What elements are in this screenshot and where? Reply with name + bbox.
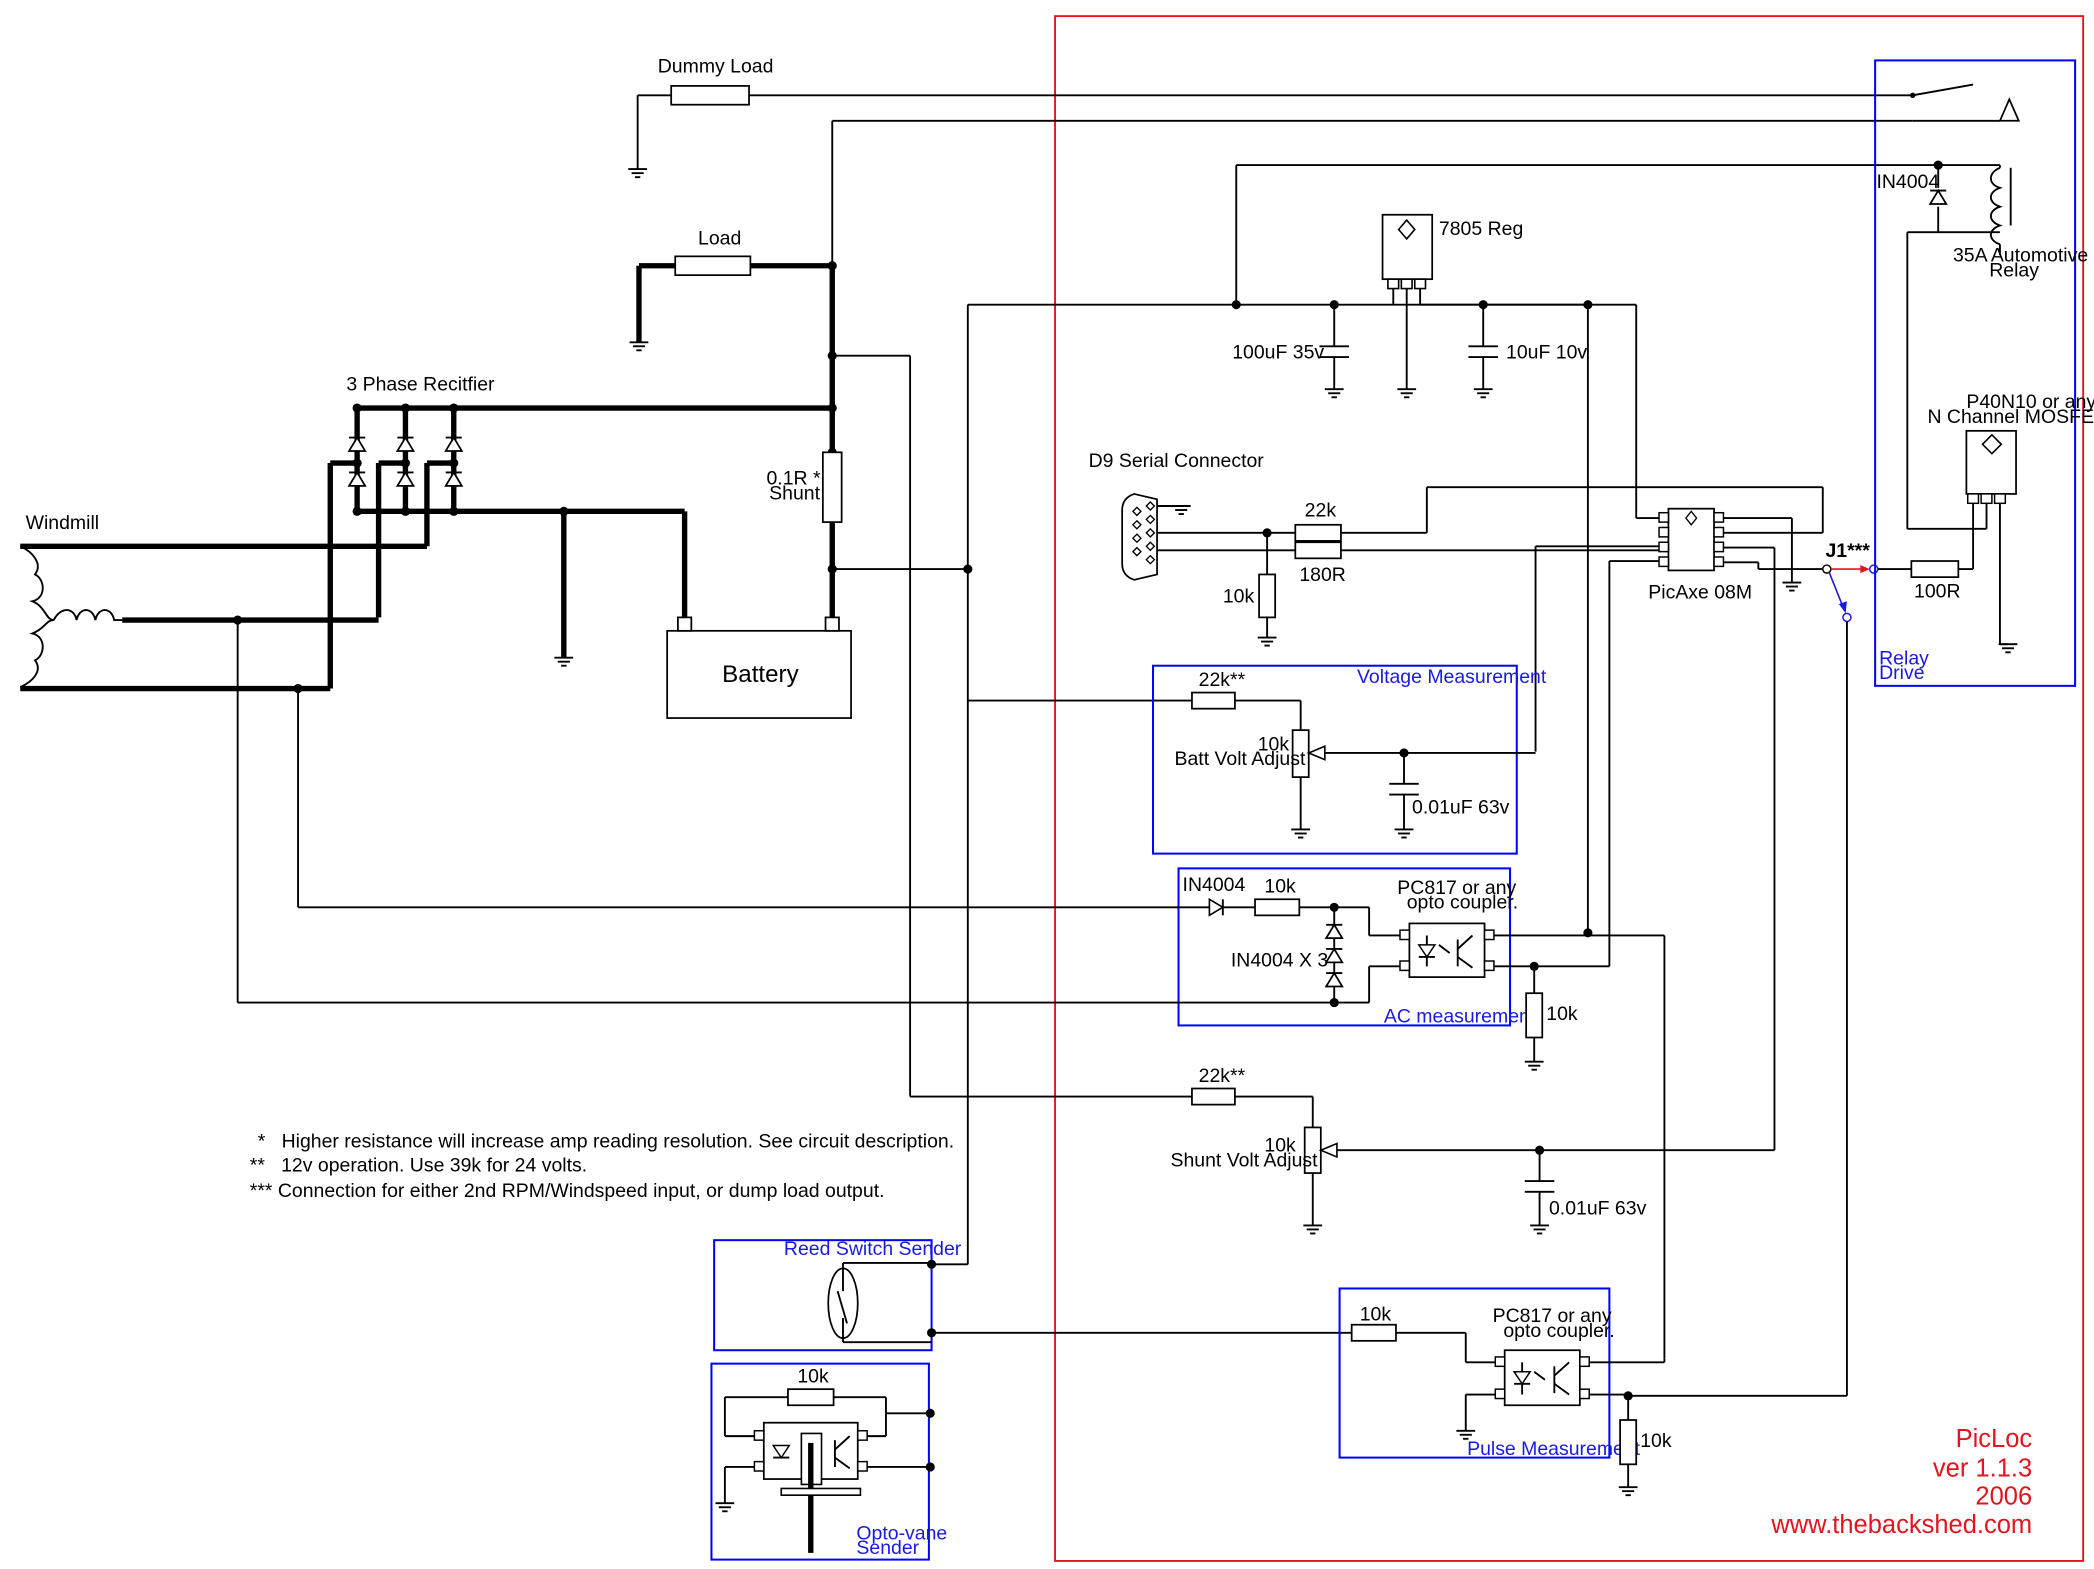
windmill-label: Windmill: [26, 512, 100, 534]
r10k-pulse-pd-label: 10k: [1640, 1430, 1672, 1452]
brand-version: ver 1.1.3: [1933, 1454, 2032, 1482]
load: Load: [628, 227, 833, 352]
board-boundary: [1054, 15, 2085, 1562]
resistor-10k-serial: [1258, 573, 1277, 619]
cap-volt-label: 0.01uF 63v: [1412, 796, 1510, 818]
pot-volt-name: Batt Volt Adjust: [1175, 748, 1306, 770]
pot-shunt-value: 10k: [1264, 1135, 1296, 1157]
battery-label: Battery: [722, 661, 799, 688]
opto-pulse-label-2: opto coupler.: [1503, 1320, 1614, 1342]
mosfet-label-2: N Channel MOSFET: [1927, 406, 2094, 428]
resistor-100r: [1910, 560, 1960, 579]
relay-diode-label: IN4004: [1876, 171, 1939, 193]
brand-website[interactable]: www.thebackshed.com: [1770, 1511, 2032, 1539]
r10k-ac-pd-label: 10k: [1546, 1003, 1578, 1025]
branding: PicLoc ver 1.1.3 2006 www.thebackshed.co…: [1770, 1425, 2032, 1539]
resistor-10k-vane: [787, 1388, 835, 1407]
pulse-measurement-box: [1338, 1287, 1611, 1459]
capacitor-10uf: 10uF 10v: [1468, 304, 1587, 399]
reed-sender-label: Reed Switch Sender: [784, 1238, 962, 1260]
diodes-ac-label: IN4004 X 3: [1231, 949, 1328, 971]
mosfet-label-1: P40N10 or any: [1966, 391, 2094, 413]
resistor-22k-serial: [1294, 523, 1342, 542]
picaxe-chip: PicAxe 08M: [1648, 507, 1752, 604]
resistor-180r: [1294, 541, 1342, 560]
shunt-label: Shunt: [769, 482, 820, 504]
note-1: * Higher resistance will increase amp re…: [258, 1131, 954, 1153]
note-3: *** Connection for either 2nd RPM/Windsp…: [250, 1180, 885, 1202]
ac-measurement-box: [1177, 867, 1512, 1027]
battery: Battery: [666, 616, 852, 719]
capacitor-100uf: 100uF 35v: [1232, 304, 1349, 399]
opto-pulse-label-1: PC817 or any: [1493, 1305, 1612, 1327]
resistor-22k-shunt: [1191, 1087, 1236, 1106]
r10k-pulse-label: 10k: [1360, 1304, 1392, 1326]
cap-100uf-label: 100uF 35v: [1232, 341, 1324, 363]
r180-label: 180R: [1299, 564, 1346, 586]
opto-vane: [753, 1421, 868, 1553]
pot-shunt-name: Shunt Volt Adjust: [1170, 1149, 1318, 1171]
shunt-value-label: 0.1R *: [766, 468, 820, 490]
mosfet: P40N10 or any N Channel MOSFET: [1927, 391, 2094, 505]
diode-ac-label: IN4004: [1183, 874, 1246, 896]
cap-10uf-label: 10uF 10v: [1506, 341, 1587, 363]
pot-volt-value: 10k: [1258, 733, 1290, 755]
opto-vane-sender-box: [710, 1362, 930, 1561]
opto-coupler-pulse: PC817 or any opto coupler.: [1493, 1305, 1615, 1407]
d9-label: D9 Serial Connector: [1089, 450, 1265, 472]
relay-drive-label-1: Relay: [1879, 647, 1929, 669]
resistor-10k-pulse-pulldown: [1619, 1419, 1638, 1466]
brand-name: PicLoc: [1956, 1425, 2033, 1453]
opto-coupler-ac: PC817 or any opto coupler.: [1397, 877, 1518, 978]
d9-serial-connector: D9 Serial Connector: [1089, 450, 1265, 581]
relay-label-2: Relay: [1989, 259, 2039, 281]
note-2: ** 12v operation. Use 39k for 24 volts.: [250, 1155, 587, 1177]
relay-coil: 35A Automotive Relay: [1953, 165, 2088, 281]
pulse-measurement-label: Pulse Measurement: [1467, 1438, 1641, 1460]
resistor-10k-pulse: [1350, 1323, 1397, 1342]
opto-ac-label-2: opto coupler.: [1407, 892, 1518, 914]
rectifier-label: 3 Phase Recitfier: [346, 374, 495, 396]
dummy-load-label: Dummy Load: [658, 55, 774, 77]
dummy-load: Dummy Load: [627, 55, 1913, 179]
r22k-shunt-label: 22k**: [1199, 1065, 1246, 1087]
three-phase-rectifier: 3 Phase Recitfier: [327, 374, 833, 689]
vane-label-1: Opto-vane: [856, 1522, 947, 1544]
shunt-resistor: 0.1R * Shunt: [766, 451, 843, 625]
windmill-generator: Windmill: [19, 512, 427, 1003]
ac-measurement-label: AC measurement: [1384, 1006, 1536, 1028]
relay-label-1: 35A Automotive: [1953, 245, 2088, 267]
relay-drive-box: [1874, 59, 2077, 687]
r10k-vane-label: 10k: [797, 1365, 829, 1387]
voltage-measurement-box: [1152, 664, 1518, 855]
r22k-volt-label: 22k**: [1199, 669, 1246, 691]
jumper-label: J1***: [1825, 540, 1870, 562]
cap-shunt-label: 0.01uF 63v: [1549, 1198, 1647, 1220]
voltage-regulator: 7805 Reg: [1381, 213, 1523, 290]
opto-ac-label-1: PC817 or any: [1397, 877, 1516, 899]
jumper-j1[interactable]: J1***: [1822, 540, 1879, 623]
reed-switch: [827, 1262, 859, 1343]
diode-ac: [1208, 897, 1225, 917]
resistor-22k-volt: [1191, 691, 1236, 710]
load-label: Load: [698, 227, 741, 249]
resistor-10k-ac: [1254, 898, 1301, 917]
brand-year: 2006: [1975, 1483, 2032, 1511]
resistor-10k-ac-pulldown: [1525, 992, 1544, 1039]
r10k-ac-label: 10k: [1264, 876, 1296, 898]
r100-label: 100R: [1914, 580, 1961, 602]
r10k-serial-label: 10k: [1223, 586, 1255, 608]
regulator-label: 7805 Reg: [1439, 218, 1523, 240]
vane-label-2: Sender: [856, 1537, 919, 1559]
relay-drive-label-2: Drive: [1879, 662, 1924, 684]
r22k-serial-label: 22k: [1305, 500, 1337, 522]
potentiometer-shunt[interactable]: [1303, 1126, 1338, 1174]
voltage-measurement-label: Voltage Measurement: [1357, 666, 1547, 688]
reed-switch-sender-box: [713, 1239, 933, 1352]
relay-contact: [1910, 83, 2021, 122]
picaxe-label: PicAxe 08M: [1648, 582, 1752, 604]
